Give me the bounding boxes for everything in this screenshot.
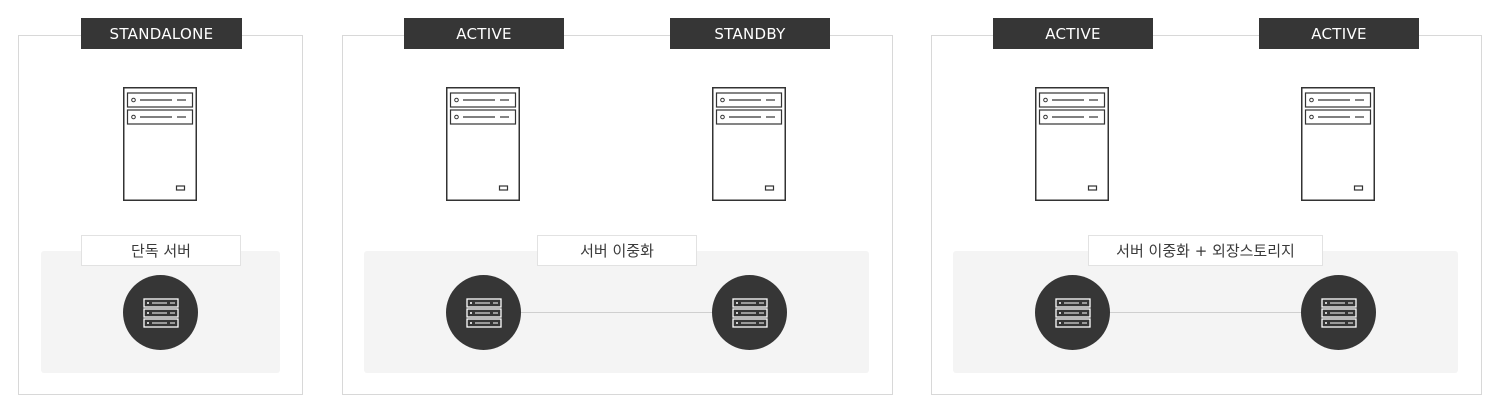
redundancy-storage-connector-line bbox=[1109, 312, 1303, 313]
server-tower-icon bbox=[1035, 87, 1109, 205]
redundancy-storage-tag-active-2: ACTIVE bbox=[1259, 18, 1419, 49]
standalone-tag: STANDALONE bbox=[81, 18, 242, 49]
storage-rack-icon bbox=[1035, 275, 1110, 350]
standalone-label: 단독 서버 bbox=[81, 235, 241, 266]
redundancy-tag-standby: STANDBY bbox=[670, 18, 830, 49]
server-tower-icon bbox=[1301, 87, 1375, 205]
storage-rack-icon bbox=[712, 275, 787, 350]
storage-rack-icon bbox=[1301, 275, 1376, 350]
redundancy-connector-line bbox=[520, 312, 714, 313]
redundancy-storage-label: 서버 이중화 + 외장스토리지 bbox=[1088, 235, 1323, 266]
storage-rack-icon bbox=[123, 275, 198, 350]
server-tower-icon bbox=[446, 87, 520, 205]
redundancy-tag-active: ACTIVE bbox=[404, 18, 564, 49]
server-tower-icon bbox=[712, 87, 786, 205]
storage-rack-icon bbox=[446, 275, 521, 350]
redundancy-label: 서버 이중화 bbox=[537, 235, 697, 266]
redundancy-storage-tag-active-1: ACTIVE bbox=[993, 18, 1153, 49]
server-tower-icon bbox=[123, 87, 197, 205]
